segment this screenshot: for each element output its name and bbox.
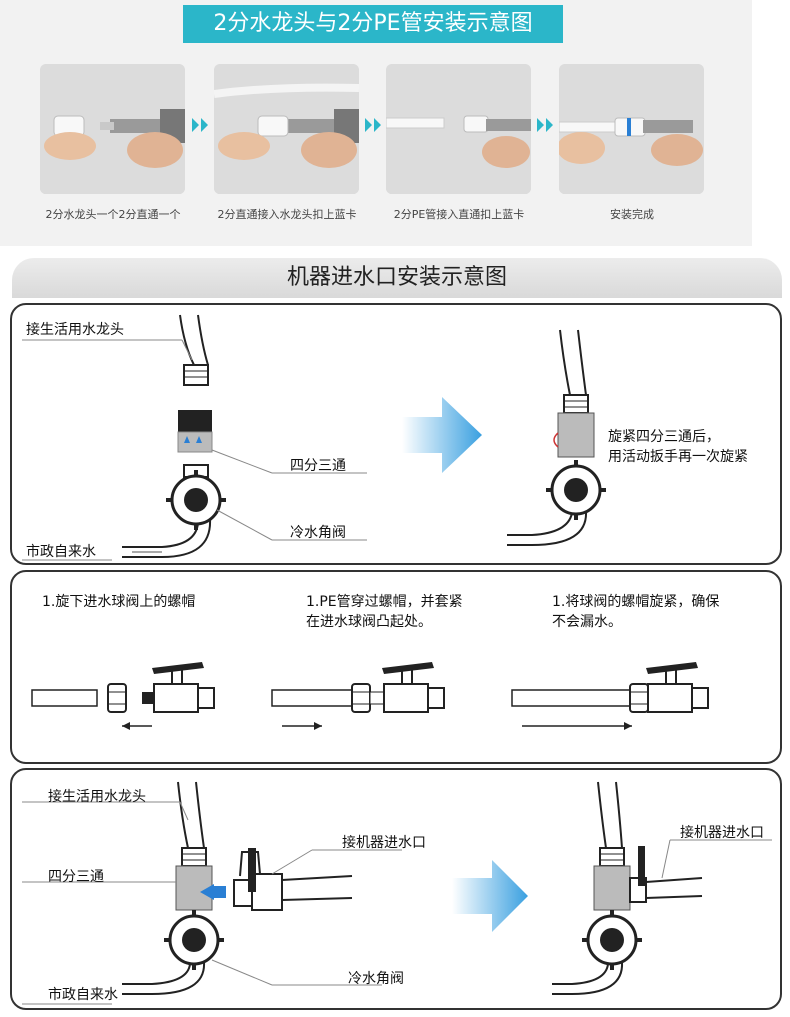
angle-valve-label-2: 冷水角阀 (348, 971, 404, 987)
step1-text: 1.旋下进水球阀上的螺帽 (42, 594, 196, 610)
step2-text: 1.PE管穿过螺帽，并套紧 在进水球阀凸起处。 (306, 594, 463, 630)
panel2-diagram (31, 662, 709, 730)
panel3-diagram (22, 781, 772, 1005)
step-caption-3: 2分PE管接入直通扣上蓝卡 (393, 208, 525, 221)
diagram-panel-3: 接生活用水龙头 四分三通 接机器进水口 冷水角阀 市政自来水 接机器进水口 (10, 768, 782, 1010)
diagram-panel-2: 1.旋下进水球阀上的螺帽 1.PE管穿过螺帽，并套紧 在进水球阀凸起处。 1.将… (10, 570, 782, 764)
faucet-label: 接生活用水龙头 (26, 322, 124, 338)
step-caption-1: 2分水龙头一个2分直通一个 (45, 208, 181, 221)
machine-inlet-label-left: 接机器进水口 (342, 835, 426, 851)
section-title: 机器进水口安装示意图 (12, 258, 782, 298)
faucet-label-2: 接生活用水龙头 (48, 789, 146, 805)
chevron-right-icon (192, 118, 208, 132)
tighten-note: 旋紧四分三通后， 用活动扳手再一次旋紧 (608, 429, 748, 465)
step-caption-2: 2分直通接入水龙头扣上蓝卡 (217, 208, 357, 221)
step3-text: 1.将球阀的螺帽旋紧，确保 不会漏水。 (552, 594, 720, 630)
angle-valve-label: 冷水角阀 (290, 525, 346, 541)
step-photo-4 (559, 64, 704, 194)
step-photo-1 (40, 64, 185, 194)
tee-label-2: 四分三通 (48, 869, 104, 885)
chevron-right-icon (365, 118, 381, 132)
step-photo-3 (386, 64, 531, 194)
panel1-diagram (22, 314, 606, 561)
diagram-panel-1: 接生活用水龙头 四分三通 冷水角阀 市政自来水 旋紧四分三通后， 用活动扳手再一… (10, 303, 782, 565)
supply-label: 市政自来水 (26, 544, 96, 560)
top-title-banner: 2分水龙头与2分PE管安装示意图 (183, 5, 563, 43)
chevron-right-icon (537, 118, 553, 132)
machine-inlet-label-right: 接机器进水口 (680, 825, 764, 841)
tee-label: 四分三通 (290, 458, 346, 474)
supply-label-2: 市政自来水 (48, 987, 118, 1003)
step-caption-4: 安装完成 (610, 208, 654, 221)
step-photo-2 (214, 64, 359, 194)
